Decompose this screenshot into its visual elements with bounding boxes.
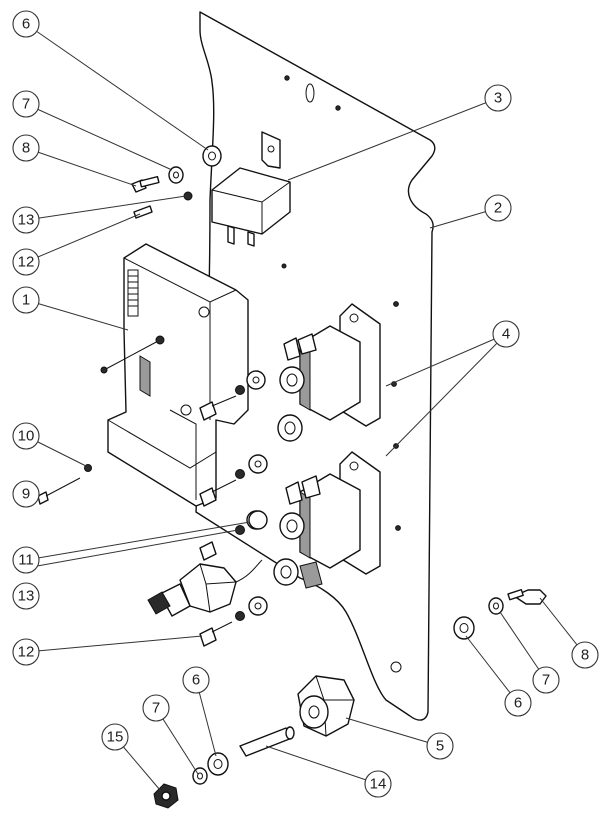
callout-label: 5 [436,738,444,755]
callout-13-lower: 13 [12,582,40,610]
leader-lines [25,23,586,791]
bolt-14 [239,726,295,757]
knob-switch-left [147,559,263,617]
connector-upper [246,301,399,474]
callout-label: 8 [22,140,30,157]
callout-label: 6 [22,16,30,33]
callout-label: 6 [192,672,200,689]
right-side-hardware [453,588,547,640]
callout-label: 7 [542,672,550,689]
relay [211,131,291,247]
callout-label: 10 [18,428,35,445]
callout-11: 11 [12,546,40,574]
callout-label: 13 [18,212,35,229]
callout-label: 7 [22,96,30,113]
callout-7-top-left: 7 [12,90,40,118]
callout-9: 9 [12,480,40,508]
callout-6-bottom: 6 [182,666,210,694]
controller-module [100,243,249,507]
callout-label: 13 [18,588,35,605]
callout-5: 5 [426,732,454,760]
washers-and-screws-upper [131,145,222,345]
screws-middle [37,385,268,647]
callout-label: 4 [502,326,510,343]
callout-6-top-left: 6 [12,10,40,38]
callout-10: 10 [12,422,40,450]
callout-6-right: 6 [504,689,532,717]
callout-label: 15 [107,729,124,746]
callout-14: 14 [364,770,392,798]
knob-switch-bottom [297,675,355,737]
callout-label: 11 [18,552,34,569]
callout-label: 8 [581,647,589,664]
callout-label: 12 [18,254,35,271]
callout-label: 3 [494,90,502,107]
callout-label: 1 [22,292,30,309]
callout-label: 7 [152,700,160,717]
callout-15: 15 [101,723,129,751]
callout-3: 3 [484,84,512,112]
callout-8-top-left: 8 [12,134,40,162]
callout-label: 9 [22,486,30,503]
callout-label: 6 [514,695,522,712]
callout-12-lower: 12 [12,638,40,666]
callout-2: 2 [484,194,512,222]
callout-7-bottom: 7 [142,694,170,722]
callout-12-upper: 12 [12,248,40,276]
callout-1: 1 [12,286,40,314]
nut-and-washers-bottom [153,752,229,809]
callout-label: 14 [370,776,387,793]
callout-13-upper: 13 [12,206,40,234]
callout-8-right: 8 [571,641,599,669]
callout-label: 12 [18,644,35,661]
callout-label: 2 [494,200,502,217]
callout-7-right: 7 [532,666,560,694]
callout-4: 4 [492,320,520,348]
